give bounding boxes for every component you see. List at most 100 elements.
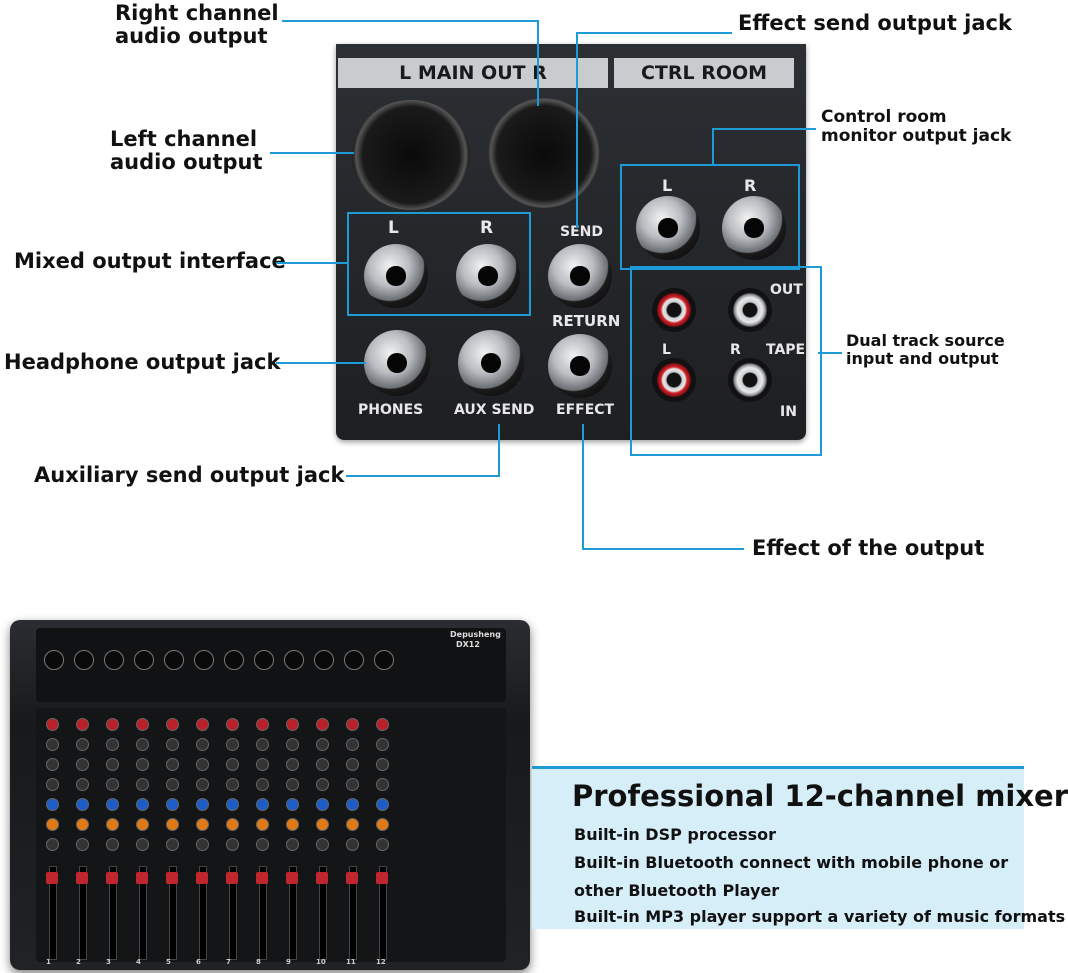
channel-fader-cap bbox=[316, 872, 328, 884]
channel-knob bbox=[106, 838, 119, 851]
channel-knob bbox=[166, 718, 179, 731]
channel-number: 7 bbox=[226, 958, 231, 966]
channel-number: 9 bbox=[286, 958, 291, 966]
channel-knob bbox=[226, 718, 239, 731]
channel-knob bbox=[376, 838, 389, 851]
channel-number: 4 bbox=[136, 958, 141, 966]
channel-fader-cap bbox=[136, 872, 148, 884]
channel-fader bbox=[379, 866, 387, 960]
channel-number: 8 bbox=[256, 958, 261, 966]
xlr-left-output bbox=[352, 100, 470, 210]
channel-fader-cap bbox=[196, 872, 208, 884]
channel-knob bbox=[316, 798, 329, 811]
channel-knob bbox=[76, 718, 89, 731]
callout-left-channel-line1: Left channel bbox=[110, 127, 258, 151]
channel-knob bbox=[316, 718, 329, 731]
channel-number: 10 bbox=[316, 958, 326, 966]
channel-knob bbox=[106, 758, 119, 771]
tape-out-left-rca bbox=[652, 288, 696, 332]
channel-knob bbox=[136, 778, 149, 791]
channel-knob bbox=[316, 738, 329, 751]
leader-headphone bbox=[276, 362, 366, 364]
channel-knob bbox=[346, 738, 359, 751]
channel-knob bbox=[226, 798, 239, 811]
channel-knob bbox=[256, 778, 269, 791]
channel-fader bbox=[229, 866, 237, 960]
channel-fader bbox=[79, 866, 87, 960]
channel-knob bbox=[226, 758, 239, 771]
channel-knob bbox=[346, 778, 359, 791]
channel-knob bbox=[346, 818, 359, 831]
tape-in-left-rca bbox=[652, 358, 696, 402]
callout-headphone: Headphone output jack bbox=[4, 350, 281, 374]
channel-knob bbox=[346, 718, 359, 731]
channel-knob bbox=[376, 738, 389, 751]
channel-fader-cap bbox=[286, 872, 298, 884]
channel-knob bbox=[166, 758, 179, 771]
channel-number: 5 bbox=[166, 958, 171, 966]
channel-xlr-input bbox=[164, 650, 184, 670]
callout-dual-track-line1: Dual track source bbox=[846, 331, 1005, 350]
tape-out-label: OUT bbox=[770, 282, 803, 298]
channel-knob bbox=[376, 758, 389, 771]
channel-knob bbox=[256, 838, 269, 851]
channel-knob bbox=[316, 838, 329, 851]
effect-label: EFFECT bbox=[556, 402, 615, 418]
channel-knob bbox=[46, 818, 59, 831]
channel-knob bbox=[196, 738, 209, 751]
channel-knob bbox=[76, 838, 89, 851]
send-jack bbox=[548, 244, 612, 308]
channel-knob bbox=[136, 798, 149, 811]
channel-knob bbox=[166, 738, 179, 751]
channel-number: 12 bbox=[376, 958, 386, 966]
channel-fader-cap bbox=[376, 872, 388, 884]
xlr-right-output bbox=[488, 98, 600, 208]
ctrl-room-box bbox=[620, 164, 800, 270]
callout-right-channel: Right channel audio output bbox=[115, 1, 279, 48]
leader-mixed-output bbox=[276, 262, 348, 264]
channel-xlr-input bbox=[254, 650, 274, 670]
channel-knob bbox=[46, 778, 59, 791]
tape-in-label: IN bbox=[780, 404, 797, 420]
ctrl-room-right-jack bbox=[722, 196, 786, 260]
channel-knob bbox=[106, 798, 119, 811]
channel-fader-cap bbox=[76, 872, 88, 884]
mixed-output-box bbox=[347, 212, 531, 316]
leader-ctrl-room-v bbox=[712, 128, 714, 166]
channel-knob bbox=[286, 818, 299, 831]
leader-aux-send-h bbox=[346, 475, 500, 477]
channel-knob bbox=[196, 838, 209, 851]
channel-knob bbox=[76, 738, 89, 751]
mixer-model: DX12 bbox=[456, 640, 480, 649]
leader-aux-send-v bbox=[498, 424, 500, 476]
callout-aux-send: Auxiliary send output jack bbox=[34, 463, 345, 487]
leader-effect-output-v bbox=[582, 424, 584, 550]
channel-knob bbox=[106, 718, 119, 731]
channel-number: 1 bbox=[46, 958, 51, 966]
channel-knob bbox=[166, 838, 179, 851]
ctrl-r-label: R bbox=[744, 176, 757, 195]
channel-knob bbox=[226, 738, 239, 751]
tape-l-label: L bbox=[662, 342, 671, 358]
channel-xlr-input bbox=[134, 650, 154, 670]
ctrl-room-left-jack bbox=[636, 196, 700, 260]
channel-knob bbox=[46, 738, 59, 751]
channel-number: 3 bbox=[106, 958, 111, 966]
channel-knob bbox=[106, 778, 119, 791]
leader-right-channel-h bbox=[282, 20, 538, 22]
tape-box bbox=[630, 266, 822, 456]
callout-dual-track-line2: input and output bbox=[846, 348, 999, 368]
channel-knob bbox=[196, 798, 209, 811]
channel-knob bbox=[136, 838, 149, 851]
channel-xlr-input bbox=[74, 650, 94, 670]
leader-effect-send-v bbox=[576, 32, 578, 228]
channel-knob bbox=[46, 798, 59, 811]
leader-ctrl-room-h bbox=[712, 128, 816, 130]
channel-knob bbox=[286, 758, 299, 771]
tape-label: TAPE bbox=[766, 342, 806, 358]
channel-knob bbox=[136, 738, 149, 751]
channel-fader-cap bbox=[166, 872, 178, 884]
channel-fader-cap bbox=[256, 872, 268, 884]
channel-knob bbox=[376, 798, 389, 811]
